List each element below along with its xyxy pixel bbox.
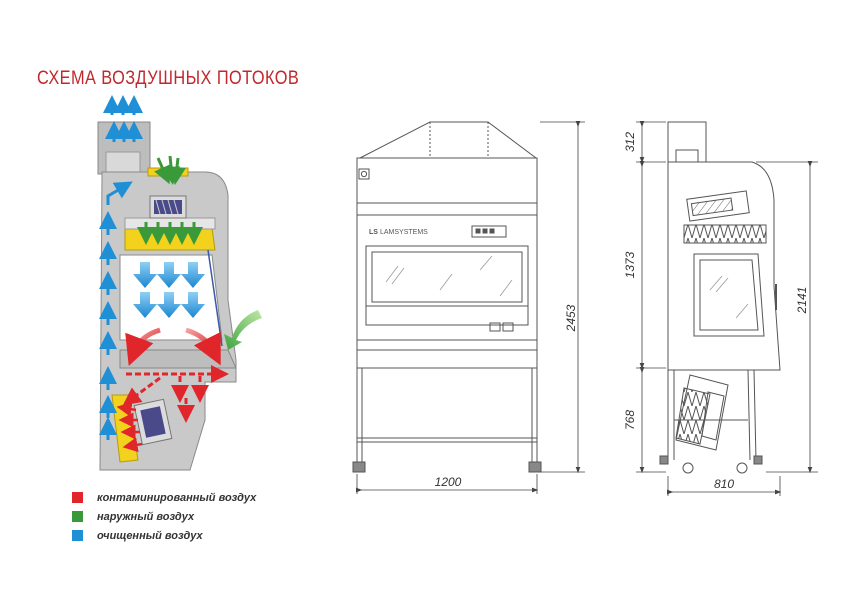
legend-item-contaminated: контаминированный воздух <box>72 488 256 507</box>
front-body <box>356 157 538 369</box>
side-top-label: 312 <box>623 132 637 152</box>
biohazard-icon <box>358 168 370 180</box>
foot-right <box>528 461 542 473</box>
socket-icon <box>489 322 501 332</box>
side-body <box>667 161 781 371</box>
lower-fan-icon <box>133 398 173 446</box>
filter-inflow-arrows <box>116 401 143 453</box>
diagram-title: СХЕМА ВОЗДУШНЫХ ПОТОКОВ <box>37 68 300 89</box>
return-air-path <box>122 365 229 423</box>
side-total-label: 2141 <box>795 287 809 315</box>
legend-label: очищенный воздух <box>97 529 203 542</box>
side-middle-label: 1373 <box>623 251 637 278</box>
front-legs <box>356 368 538 462</box>
brand-label: LAMSYSTEMS <box>380 229 428 236</box>
side-fan-assembly <box>686 190 750 222</box>
front-dimension-lines <box>355 120 585 494</box>
front-view-drawing <box>352 121 542 473</box>
outside-air-arrows <box>137 155 203 245</box>
socket-icon <box>502 322 514 332</box>
front-height-label: 2453 <box>564 304 578 332</box>
side-depth-label: 810 <box>714 477 734 491</box>
side-view-drawing <box>659 121 781 474</box>
work-surface <box>119 349 237 369</box>
clean-air-arrows <box>99 95 143 440</box>
exhaust-filter <box>105 151 141 173</box>
front-hood <box>359 121 538 159</box>
legend-label: контаминированный воздух <box>97 491 257 504</box>
legend-item-outside: наружный воздух <box>72 507 256 526</box>
side-bottom-label: 768 <box>623 410 637 430</box>
caster-left-icon <box>682 462 694 474</box>
front-glass-reflections <box>385 255 513 297</box>
front-inflow-arrow <box>224 310 262 350</box>
side-window <box>693 253 765 337</box>
front-width-label: 1200 <box>435 475 462 489</box>
legend: контаминированный воздух наружный воздух… <box>72 488 256 545</box>
legend-swatch <box>72 511 83 522</box>
front-sash-line <box>207 249 223 347</box>
legend-swatch <box>72 492 83 503</box>
downflow-arrows <box>133 262 205 318</box>
brand-mark: LS <box>369 229 378 236</box>
legend-label: наружный воздух <box>97 510 195 523</box>
side-top-duct <box>667 121 707 163</box>
airflow-schematic <box>97 95 262 471</box>
side-stand <box>667 369 757 461</box>
control-panel <box>471 225 507 238</box>
legend-item-clean: очищенный воздух <box>72 526 256 545</box>
legend-swatch <box>72 530 83 541</box>
top-intake-slot <box>147 167 189 177</box>
caster-right-icon <box>736 462 748 474</box>
side-hepa-filter <box>683 224 767 244</box>
contaminated-air-arrows <box>125 327 221 367</box>
side-dimension-lines <box>636 120 818 496</box>
upper-fan-icon <box>149 195 187 219</box>
side-glass-reflections <box>709 275 749 319</box>
foot-left <box>352 461 366 473</box>
